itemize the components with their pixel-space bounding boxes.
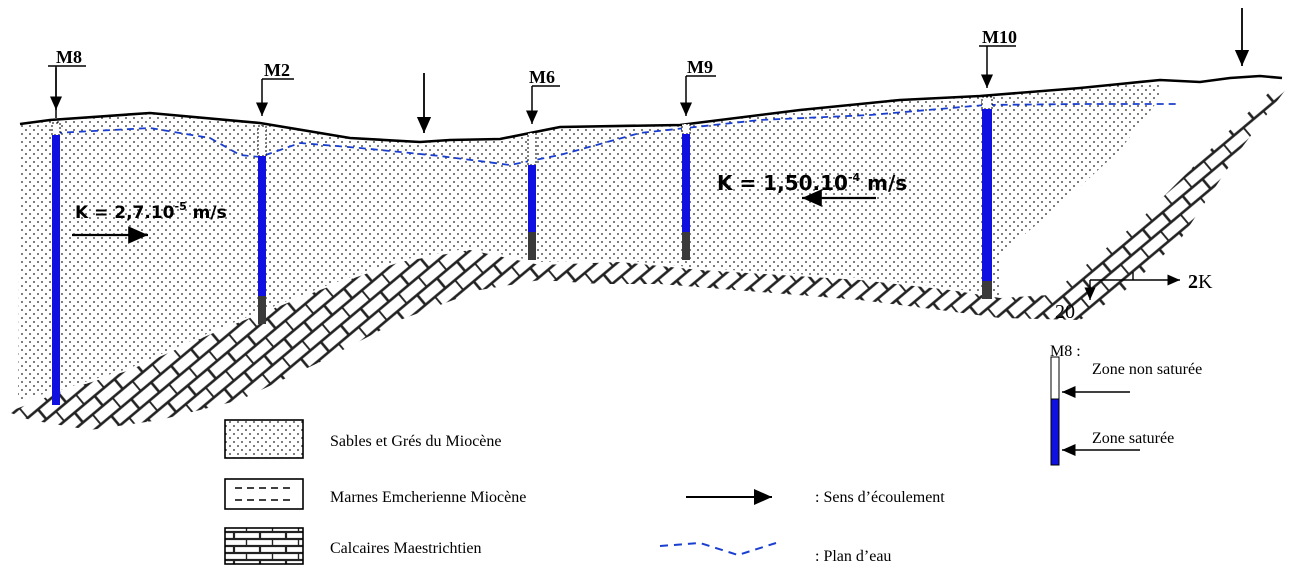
well-legend-saturated-label: Zone saturée (1092, 430, 1174, 447)
well-legend-unsaturated-swatch (1050, 356, 1060, 400)
well-legend-saturated-swatch (1050, 398, 1060, 466)
sand-layer (18, 84, 1160, 400)
well-m6 (526, 85, 560, 260)
well-label-m10: M10 (982, 27, 1017, 47)
limestone-layer (8, 82, 1290, 430)
well-label-m6: M6 (529, 67, 555, 87)
legend-limestone-swatch (224, 527, 304, 565)
legend-water-label: : Plan d’eau (815, 548, 891, 565)
legend-sand-label: Sables et Grés du Miocène (330, 433, 502, 450)
ground-surface (19, 74, 1283, 144)
well-legend-title: M8 : (1050, 343, 1081, 360)
well-label-m9: M9 (687, 57, 713, 77)
water-table-line (54, 103, 1180, 166)
legend-limestone-label: Calcaires Maestrichtien (330, 540, 482, 557)
legend-water-table-line (659, 541, 777, 557)
scale-vertical-label: 20 (1055, 301, 1075, 323)
legend-flow-label: : Sens d’écoulement (815, 489, 945, 506)
scale-indicator (1084, 272, 1180, 300)
well-m10 (979, 45, 1016, 299)
well-m8 (48, 65, 86, 405)
legend-marl-label: Marnes Emcherienne Miocène (330, 489, 526, 506)
legend-sand-swatch (224, 419, 304, 459)
well-label-m8: M8 (56, 47, 82, 67)
well-label-m2: M2 (264, 60, 290, 80)
permeability-right-label: K = 1,50.10-4 m/s (717, 171, 907, 195)
legend-marl-swatch (224, 478, 304, 510)
well-legend-unsaturated-label: Zone non saturée (1092, 361, 1202, 378)
permeability-left-label: K = 2,7.10-5 m/s (75, 200, 227, 223)
well-m9 (680, 75, 716, 260)
scale-horizontal-label: 2K (1188, 271, 1213, 293)
well-m2 (256, 78, 294, 324)
